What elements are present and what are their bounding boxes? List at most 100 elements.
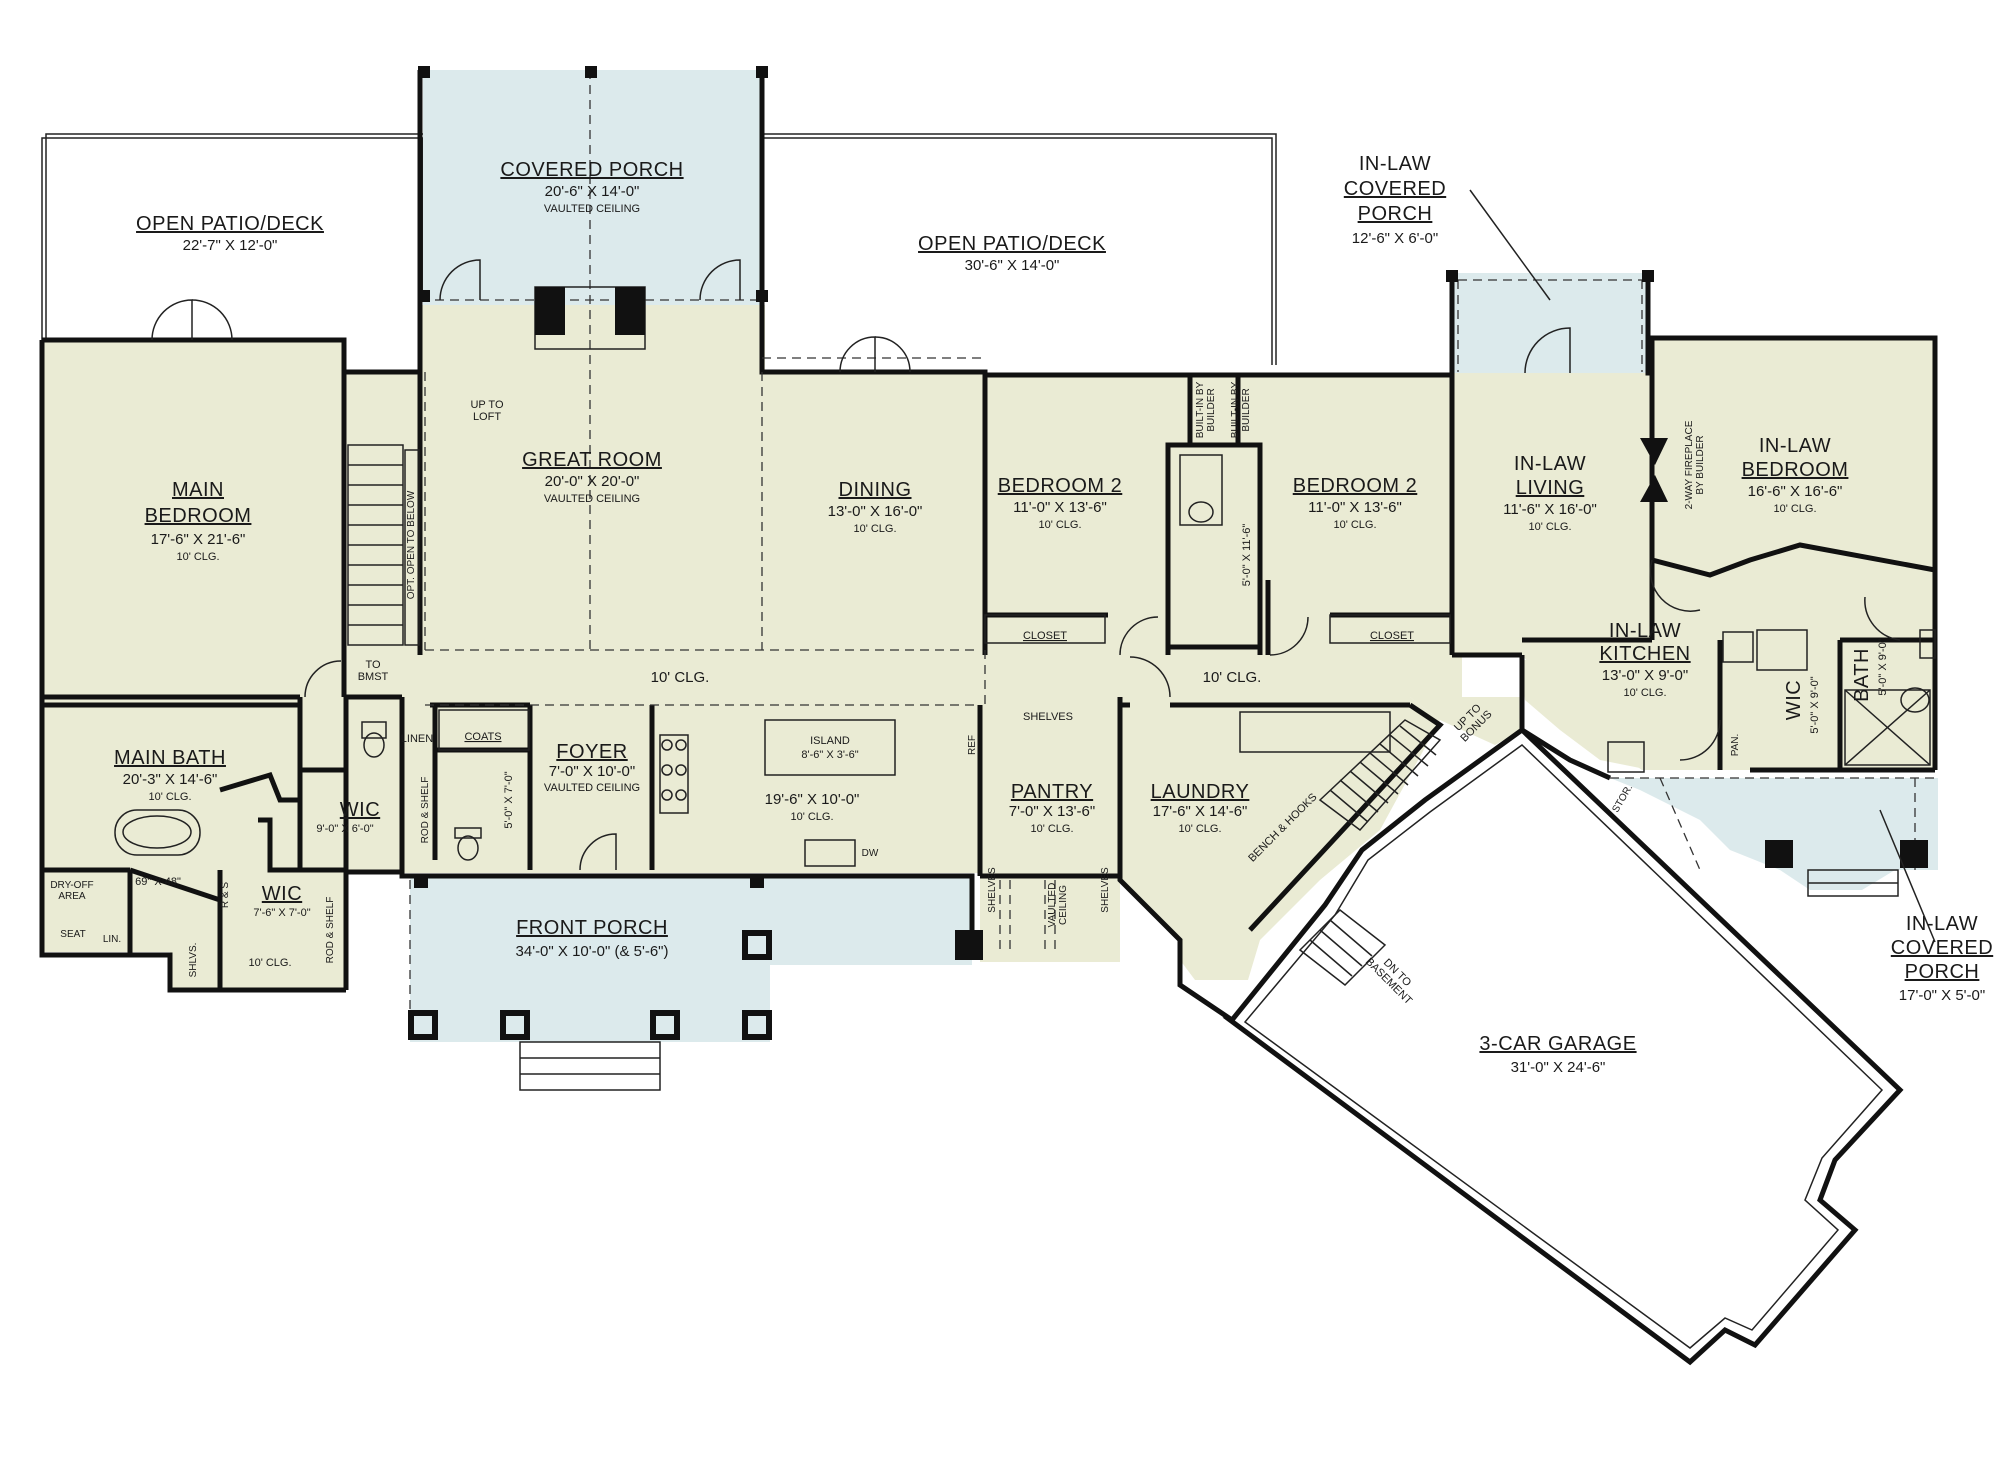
bonus-stairs: [1318, 719, 1442, 832]
inlaw-porch-top-leader: [1469, 189, 1551, 301]
island-dim: 8'-6" X 3'-6": [801, 749, 858, 761]
inlaw-living-note: 10' CLG.: [1528, 521, 1571, 533]
kitchen-dim: 19'-6" X 10'-0": [765, 791, 860, 808]
note-built-in-b: BUILT-IN BYBUILDER: [1230, 381, 1252, 438]
note-shlvs: SHLVS.: [188, 943, 199, 978]
inlaw-living-dim: 11'-6" X 16'-0": [1503, 501, 1597, 518]
note-dw: DW: [862, 848, 879, 859]
note-coats: COATS: [464, 731, 501, 743]
basement-stairs: [1298, 909, 1387, 986]
inlaw-porch-bottom-fill: [1610, 778, 1938, 890]
inlaw-porch-top-line1: IN-LAW: [1359, 153, 1431, 175]
main-bedroom-dim: 17'-6" X 21'-6": [151, 531, 246, 548]
front-steps: [519, 1041, 661, 1091]
bedroom-2b-name: BEDROOM 2: [1293, 475, 1418, 497]
inlaw-porch-top-dim: 12'-6" X 6'-0": [1352, 230, 1438, 247]
main-bath-dim: 20'-3" X 14'-6": [123, 771, 218, 788]
closets: [438, 614, 1451, 751]
note-inlaw-wic-dim: 5'-0" X 9'-0": [1809, 676, 1821, 733]
great-room-name: GREAT ROOM: [522, 449, 662, 471]
open-patio-left-dim: 22'-7" X 12'-0": [183, 237, 278, 254]
inlaw-kitchen-note: 10' CLG.: [1623, 687, 1666, 699]
bedroom-2b-dim: 11'-0" X 13'-6": [1308, 499, 1402, 516]
inlaw-bedroom-dim: 16'-6" X 16'-6": [1748, 483, 1843, 500]
note-inlaw-bath: BATH: [1851, 648, 1873, 702]
wic-main-dim: 9'-0" X 6'-0": [316, 823, 373, 835]
note-seat: SEAT: [60, 929, 85, 940]
garage-name: 3-CAR GARAGE: [1479, 1033, 1636, 1055]
inlaw-kitchen-line1: IN-LAW: [1609, 620, 1681, 642]
main-bath-note: 10' CLG.: [148, 791, 191, 803]
inlaw-living-line2: LIVING: [1516, 477, 1585, 499]
note-rod-shelf-b: ROD & SHELF: [325, 897, 336, 964]
foyer-note: VAULTED CEILING: [544, 782, 640, 794]
open-patio-right-name: OPEN PATIO/DECK: [918, 233, 1106, 255]
open-patio-left-name: OPEN PATIO/DECK: [136, 213, 324, 235]
note-hall-clg-right: 10' CLG.: [1203, 669, 1262, 686]
note-closet-b: CLOSET: [1370, 630, 1414, 642]
pantry-name: PANTRY: [1011, 781, 1093, 803]
inlaw-bedroom-line1: IN-LAW: [1759, 435, 1831, 457]
note-tub-shower: 69" X 48": [135, 876, 181, 888]
inlaw-bedroom-note: 10' CLG.: [1773, 503, 1816, 515]
note-hall-bath-dim: 5'-0" X 11'-6": [1241, 524, 1253, 587]
pantry-dim: 7'-0" X 13'-6": [1009, 803, 1095, 820]
fixtures: [114, 454, 1936, 867]
foyer-name: FOYER: [556, 741, 627, 763]
inlaw-kitchen-line2: KITCHEN: [1599, 643, 1690, 665]
covered-porch-note: VAULTED CEILING: [544, 203, 640, 215]
covered-porch-name: COVERED PORCH: [500, 159, 683, 181]
wic-main-name: WIC: [340, 799, 380, 821]
interior-fill: [42, 305, 1935, 990]
inlaw-porch-bottom-dim: 17'-0" X 5'-0": [1899, 987, 1985, 1004]
inlaw-porch-bottom-leader: [1879, 809, 1936, 943]
exterior-walls: [39, 70, 1938, 1023]
columns: [408, 66, 1928, 1040]
wic-small-dim: 7'-6" X 7'-0": [253, 907, 310, 919]
laundry-note: 10' CLG.: [1178, 823, 1221, 835]
dining-name: DINING: [839, 479, 912, 501]
wic-small-note: 10' CLG.: [248, 957, 291, 969]
inlaw-porch-bottom-line2: COVERED: [1891, 937, 1993, 959]
note-rs: R & S: [220, 882, 231, 908]
note-fireplace: 2-WAY FIREPLACEBY BUILDER: [1684, 420, 1706, 509]
inlaw-porch-bottom-line3: PORCH: [1905, 961, 1980, 983]
dining-note: 10' CLG.: [853, 523, 896, 535]
pantry-note: 10' CLG.: [1030, 823, 1073, 835]
dining-dim: 13'-0" X 16'-0": [828, 503, 923, 520]
inlaw-bedroom-line2: BEDROOM: [1742, 459, 1849, 481]
note-stor: STOR.: [1610, 783, 1635, 815]
laundry-name: LAUNDRY: [1151, 781, 1250, 803]
note-dn-to-basement: DN TOBASEMENT: [1363, 947, 1423, 1007]
inlaw-porch-top-line2: COVERED: [1344, 178, 1446, 200]
great-room-dim: 20'-0" X 20'-0": [545, 473, 640, 490]
note-ref: REF: [967, 735, 978, 755]
bedroom-2a-dim: 11'-0" X 13'-6": [1013, 499, 1107, 516]
note-vaulted-pantry: VAULTEDCEILING: [1047, 883, 1069, 928]
note-lin: LIN.: [103, 934, 121, 945]
loft-stairs: [347, 444, 420, 646]
note-opt-open: OPT. OPEN TO BELOW: [406, 490, 417, 599]
foyer-dim: 7'-0" X 10'-0": [549, 763, 635, 780]
inlaw-kitchen-dim: 13'-0" X 9'-0": [1602, 667, 1688, 684]
fireplaces: [534, 286, 1668, 502]
note-hall-clg-left: 10' CLG.: [651, 669, 710, 686]
wic-small-name: WIC: [262, 883, 302, 905]
inlaw-porch-bottom-line1: IN-LAW: [1906, 913, 1978, 935]
note-shelves-right: SHELVES: [1100, 867, 1111, 913]
inlaw-porch-steps: [1807, 869, 1899, 897]
note-inlaw-wic: WIC: [1783, 680, 1805, 720]
main-bedroom-line1: MAIN: [172, 479, 224, 501]
laundry-dim: 17'-6" X 14'-6": [1153, 803, 1248, 820]
inlaw-porch-top-fill: [1451, 273, 1648, 373]
great-room-note: VAULTED CEILING: [544, 493, 640, 505]
note-shelves-top: SHELVES: [1023, 711, 1073, 723]
covered-porch-dim: 20'-6" X 14'-0": [545, 183, 640, 200]
bedroom-2a-note: 10' CLG.: [1038, 519, 1081, 531]
note-closet-a: CLOSET: [1023, 630, 1067, 642]
island-name: ISLAND: [810, 735, 850, 747]
